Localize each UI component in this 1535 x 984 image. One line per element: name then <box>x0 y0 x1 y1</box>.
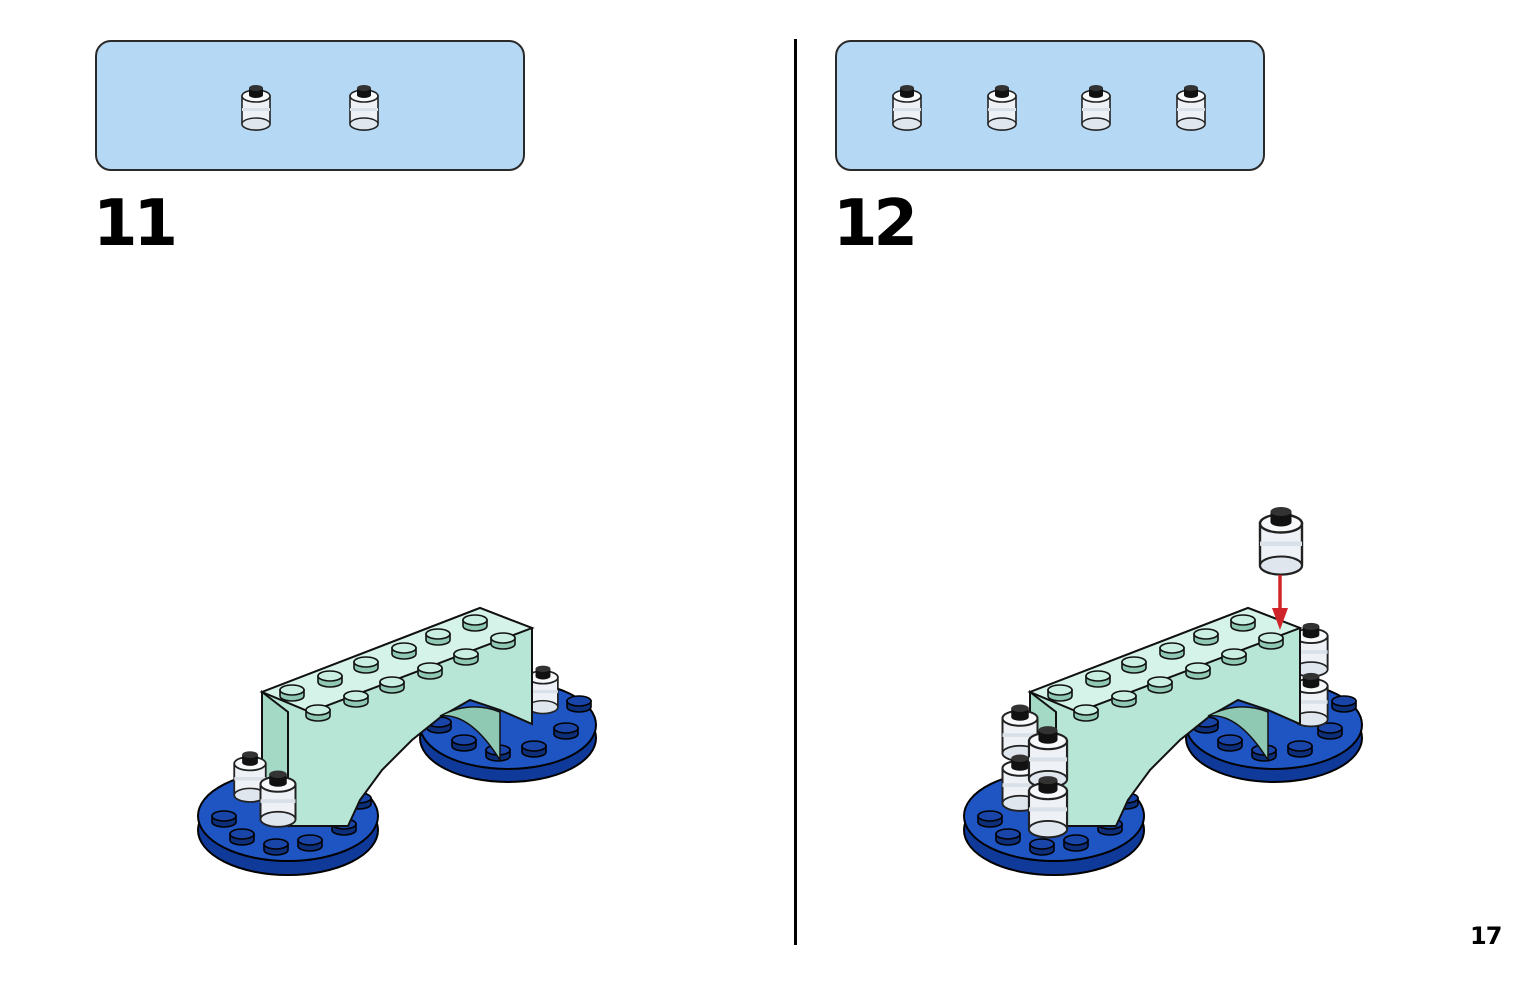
page-divider <box>794 39 797 945</box>
page-number: 17 <box>1470 922 1502 950</box>
parts-callout-step-12 <box>835 40 1265 171</box>
placement-arrow <box>1272 575 1288 630</box>
round-brick-1x1 <box>1027 774 1069 839</box>
arch-brick-1x6 <box>1027 606 1303 828</box>
round-brick-1x1-new <box>1258 505 1304 576</box>
step-number-11: 11 <box>93 187 178 261</box>
step-number-12: 12 <box>833 187 918 261</box>
arch-brick-1x6 <box>259 606 535 828</box>
parts-callout-step-11 <box>95 40 525 171</box>
